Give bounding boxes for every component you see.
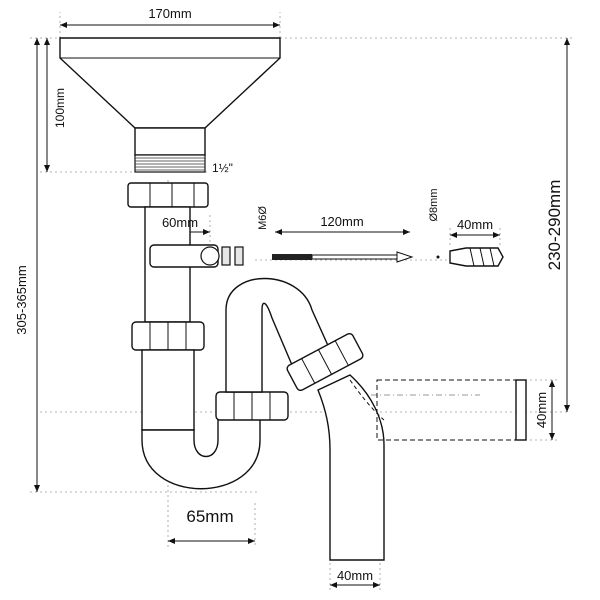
label-funnel-width: 170mm bbox=[148, 6, 191, 21]
label-bolt-length: 120mm bbox=[320, 214, 363, 229]
top-nut bbox=[127, 182, 209, 208]
label-bolt-size: M6Ø bbox=[257, 206, 269, 230]
label-outlet-diameter: 40mm bbox=[534, 392, 549, 428]
dimension-labels: 170mm 100mm 1½" 60mm M6Ø 120mm Ø8mm 40mm… bbox=[14, 6, 564, 583]
bolt bbox=[272, 251, 440, 263]
label-bottom-pipe: 40mm bbox=[337, 568, 373, 583]
label-total-height: 305-365mm bbox=[14, 265, 29, 334]
outlet-elbow bbox=[286, 332, 527, 561]
label-bracket-width: 60mm bbox=[162, 215, 198, 230]
trap-u-bend bbox=[141, 277, 331, 490]
label-outlet-height: 230-290mm bbox=[545, 180, 564, 271]
label-plug-length: 40mm bbox=[457, 217, 493, 232]
bracket bbox=[149, 244, 244, 268]
inlet-pipe bbox=[131, 206, 205, 431]
label-plug-diameter: Ø8mm bbox=[428, 189, 440, 222]
funnel bbox=[59, 37, 281, 173]
label-trap-offset: 65mm bbox=[186, 507, 233, 526]
label-thread: 1½" bbox=[212, 161, 233, 175]
label-funnel-height: 100mm bbox=[53, 88, 67, 128]
wall-plug bbox=[449, 247, 504, 267]
